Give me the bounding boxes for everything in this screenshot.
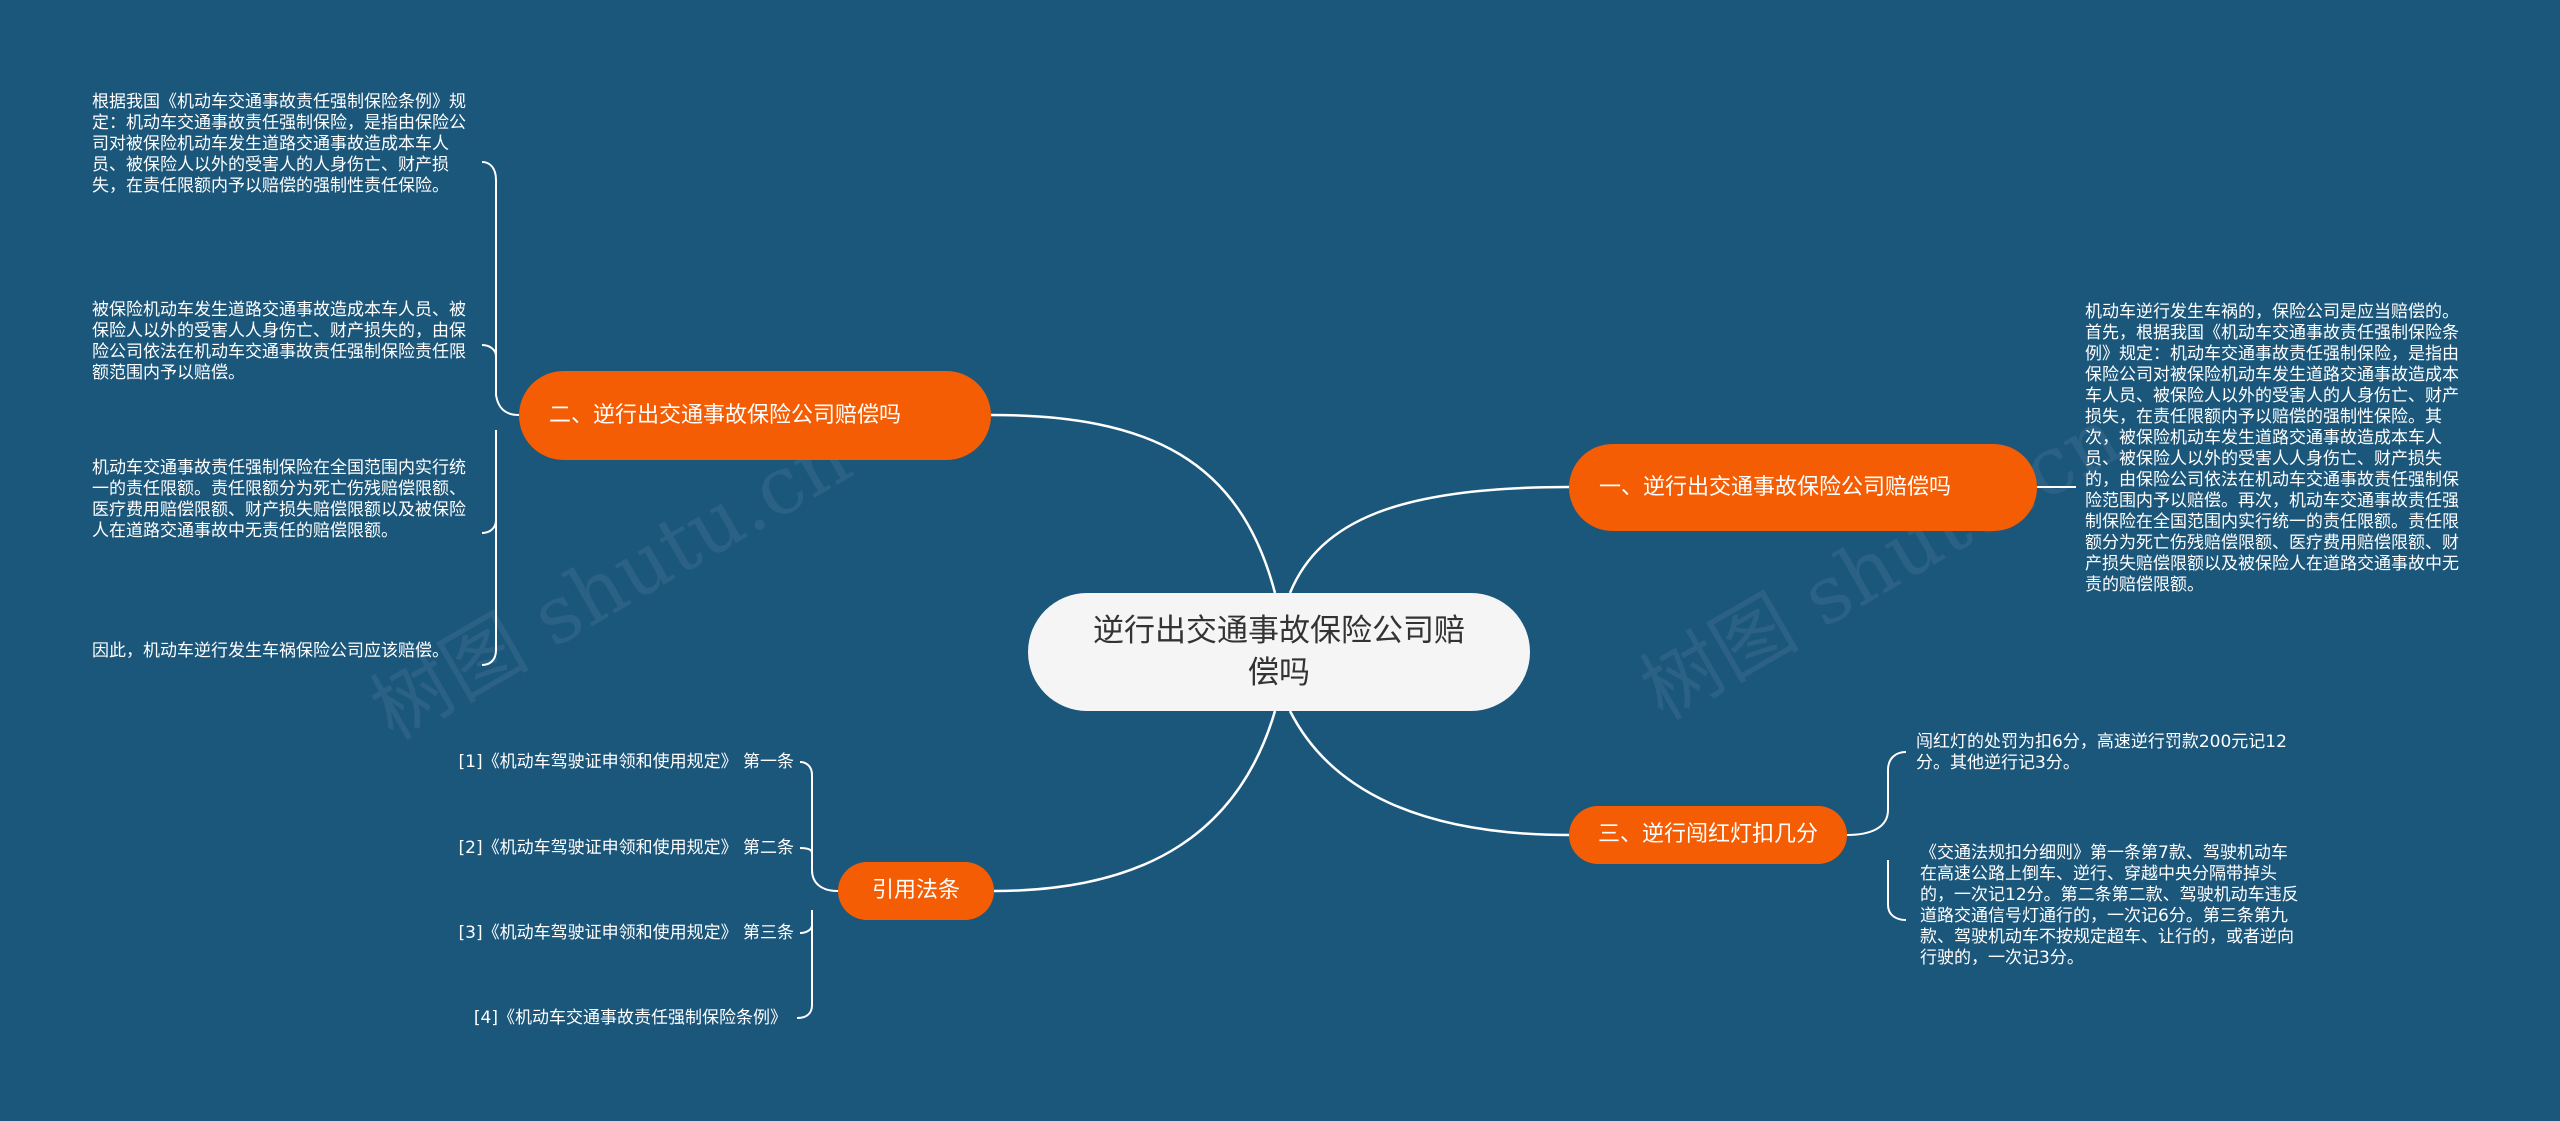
leaf-text[interactable]: 根据我国《机动车交通事故责任强制保险条例》规定：机动车交通事故责任强制保险，是指… (92, 92, 466, 196)
leaf-text[interactable]: 机动车逆行发生车祸的，保险公司是应当赔偿的。首先，根据我国《机动车交通事故责任强… (2085, 302, 2459, 595)
center-topic[interactable]: 逆行出交通事故保险公司赔偿吗 (1028, 593, 1530, 711)
law-reference[interactable]: [4]《机动车交通事故责任强制保险条例》 (473, 1008, 787, 1028)
connector-center-branch-1 (1288, 485, 1570, 594)
branch-node-3[interactable]: 三、逆行闯红灯扣几分 (1569, 806, 1847, 864)
branch-node-2[interactable]: 二、逆行出交通事故保险公司赔偿吗 (519, 371, 991, 460)
law-reference[interactable]: [1]《机动车驾驶证申领和使用规定》 第一条 (458, 752, 794, 772)
leaf-text[interactable]: 闯红灯的处罚为扣6分，高速逆行罚款200元记12分。其他逆行记3分。 (1916, 732, 2287, 773)
leaf-text[interactable]: 被保险机动车发生道路交通事故造成本车人员、被保险人以外的受害人人身伤亡、财产损失… (92, 300, 466, 383)
bracket-branch-4 (796, 761, 839, 1019)
branch-node-4[interactable]: 引用法条 (838, 862, 994, 920)
connector-center-branch-4 (993, 710, 1277, 893)
bracket-branch-3 (1846, 751, 1907, 921)
leaf-text[interactable]: 《交通法规扣分细则》第一条第7款、驾驶机动车在高速公路上倒车、逆行、穿越中央分隔… (1920, 843, 2299, 968)
law-reference[interactable]: [2]《机动车驾驶证申领和使用规定》 第二条 (458, 838, 794, 858)
branch-node-1[interactable]: 一、逆行出交通事故保险公司赔偿吗 (1569, 444, 2037, 531)
bracket-branch-2 (481, 161, 520, 666)
leaf-text[interactable]: 机动车交通事故责任强制保险在全国范围内实行统一的责任限额。责任限额分为死亡伤残赔… (92, 458, 466, 541)
law-reference[interactable]: [3]《机动车驾驶证申领和使用规定》 第三条 (458, 923, 794, 943)
connector-center-branch-3 (1288, 710, 1570, 837)
leaf-text[interactable]: 因此，机动车逆行发生车祸保险公司应该赔偿。 (92, 641, 449, 661)
connector-center-branch-2 (990, 413, 1277, 594)
